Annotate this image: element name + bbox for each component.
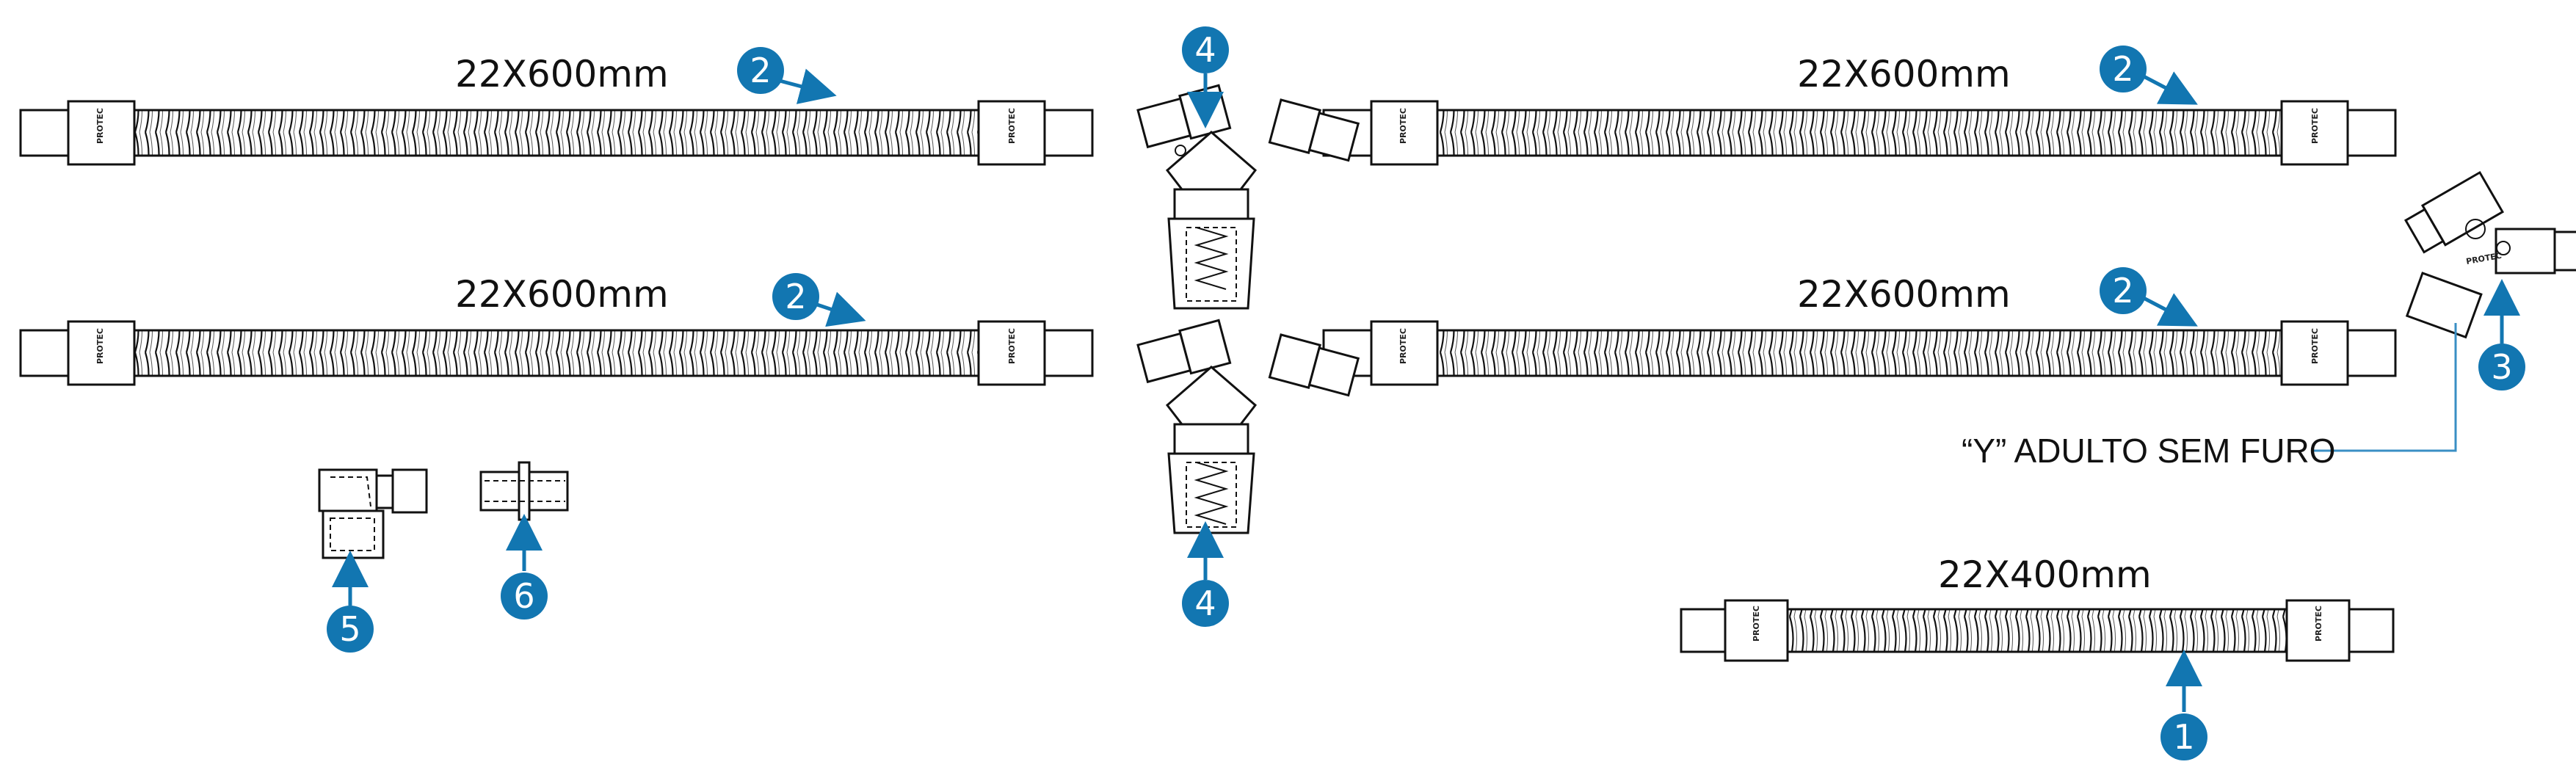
y-note-leader [2312,323,2457,452]
tube-mid-right-label: 22X600mm [1797,273,2011,316]
svg-text:2: 2 [2112,49,2133,89]
callout-4-bottom: 4 [1182,580,1229,627]
tube-mid-left: PROTEC PROTEC [19,320,1094,386]
svg-text:PROTEC: PROTEC [1007,328,1017,364]
svg-text:PROTEC: PROTEC [95,328,105,364]
tube-top-left-label: 22X600mm [455,53,669,95]
callout-2-top-left: 2 [737,47,784,94]
callout-6: 6 [501,573,548,620]
svg-text:3: 3 [2491,347,2512,387]
svg-text:PROTEC: PROTEC [1752,606,1761,642]
svg-text:PROTEC: PROTEC [1398,108,1408,144]
callout-1: 1 [2160,713,2207,760]
callout-4-top: 4 [1182,26,1229,73]
y-note-label: “Y” ADULTO SEM FURO [1962,432,2335,470]
tube-top-left: PROTEC PROTEC [19,100,1094,166]
svg-text:PROTEC: PROTEC [1007,108,1017,144]
svg-text:2: 2 [750,51,771,90]
svg-text:2: 2 [2112,271,2133,310]
tube-top-right: PROTEC PROTEC [1322,100,2397,166]
water-trap-top [1136,84,1360,310]
svg-text:4: 4 [1194,30,1216,70]
svg-text:PROTEC: PROTEC [2314,606,2323,642]
tube-mid-left-label: 22X600mm [455,273,669,316]
svg-text:6: 6 [513,576,534,616]
callout-3: 3 [2478,344,2525,390]
svg-text:1: 1 [2173,717,2194,757]
svg-text:5: 5 [339,609,360,649]
water-trap-bottom [1136,319,1360,534]
elbow-connector [318,468,428,559]
y-piece: PROTEC [2403,170,2576,339]
svg-text:2: 2 [785,277,806,316]
svg-text:PROTEC: PROTEC [95,108,105,144]
callout-5: 5 [327,606,374,653]
svg-text:PROTEC: PROTEC [2310,328,2320,364]
svg-text:4: 4 [1194,584,1216,623]
tube-bottom: PROTEC PROTEC [1680,599,2395,662]
callout-2-top-right: 2 [2100,46,2147,92]
straight-connector [479,461,569,521]
tube-top-right-label: 22X600mm [1797,53,2011,95]
callout-2-mid-right: 2 [2100,267,2147,314]
leader-lines [332,68,2520,712]
callout-2-mid-left: 2 [772,273,819,320]
tube-bottom-label: 22X400mm [1938,553,2152,596]
svg-text:PROTEC: PROTEC [1398,328,1408,364]
svg-text:PROTEC: PROTEC [2310,108,2320,144]
tube-mid-right: PROTEC PROTEC [1322,320,2397,386]
